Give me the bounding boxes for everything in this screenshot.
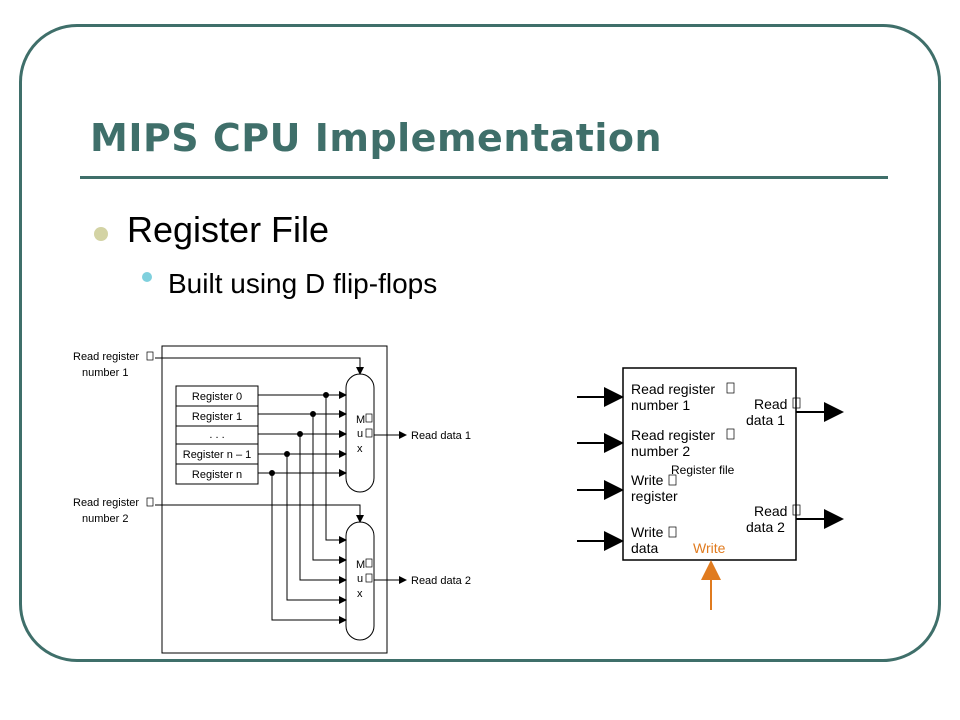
right-read-reg-1-line1: Read register [631, 381, 715, 397]
right-write-reg-line1: Write [631, 472, 664, 488]
right-read-reg-1-line2: number 1 [631, 397, 690, 413]
mux-1-letter-u: u [357, 428, 363, 440]
left-read-reg-1-line1: Read register [73, 351, 139, 363]
sub-bullet-dot [142, 272, 152, 282]
left-read-reg-2-line1: Read register [73, 497, 139, 509]
right-write-data-line1: Write [631, 524, 664, 540]
right-read-reg-2-line2: number 2 [631, 443, 690, 459]
register-n-label: Register n [192, 469, 242, 481]
bullet-text: Register File [127, 209, 330, 250]
register-file-label: Register file [671, 463, 735, 477]
slide-frame [19, 24, 941, 662]
right-read-data-1-line1: Read [754, 396, 787, 412]
right-read-data-2-line1: Read [754, 503, 787, 519]
register-dots-label: . . . [209, 429, 224, 441]
right-read-data-2-line2: data 2 [746, 519, 785, 535]
register-n-box [175, 463, 259, 485]
mux-2-letter-u: u [357, 573, 363, 585]
right-write-data-line2: data [631, 540, 658, 556]
sub-bullet-text: Built using D flip-flops [168, 268, 438, 299]
write-signal-label: Write [693, 540, 726, 556]
bullet-dot [94, 227, 108, 241]
left-read-data-1-label: Read data 1 [411, 430, 471, 442]
register-file-boundary [161, 345, 388, 654]
register-0-label: Register 0 [192, 391, 242, 403]
mux-2-letter-x: x [357, 588, 363, 600]
left-read-data-2-label: Read data 2 [411, 575, 471, 587]
left-read-reg-2-line2: number 2 [82, 513, 128, 525]
slide-title: MIPS CPU Implementation [90, 116, 663, 160]
mux-1-letter-m: M [356, 414, 365, 426]
right-read-reg-2-line1: Read register [631, 427, 715, 443]
left-read-reg-1-line2: number 1 [82, 367, 128, 379]
register-n-1-label: Register n – 1 [183, 449, 251, 461]
mux-2-letter-m: M [356, 559, 365, 571]
register-1-label: Register 1 [192, 411, 242, 423]
title-underline [80, 176, 888, 179]
register-file-block [622, 367, 797, 561]
right-read-data-1-line2: data 1 [746, 412, 785, 428]
mux-1-letter-x: x [357, 443, 363, 455]
right-write-reg-line2: register [631, 488, 678, 504]
